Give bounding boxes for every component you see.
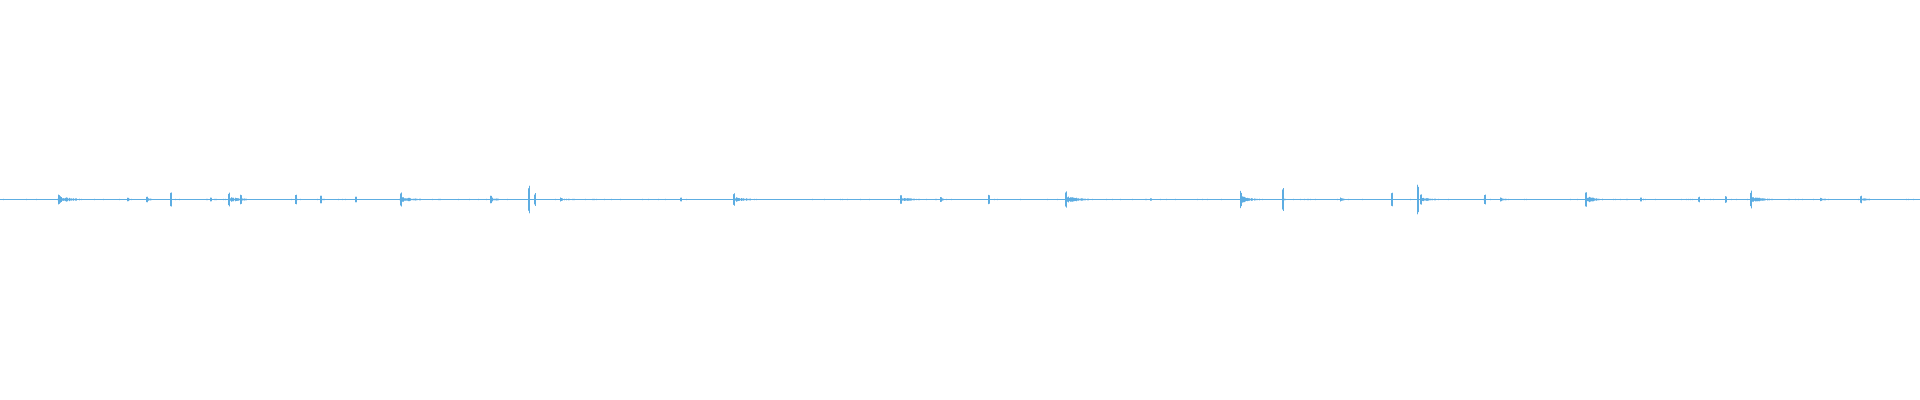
- waveform-samples: [0, 184, 1916, 215]
- waveform-envelope: [0, 184, 1916, 215]
